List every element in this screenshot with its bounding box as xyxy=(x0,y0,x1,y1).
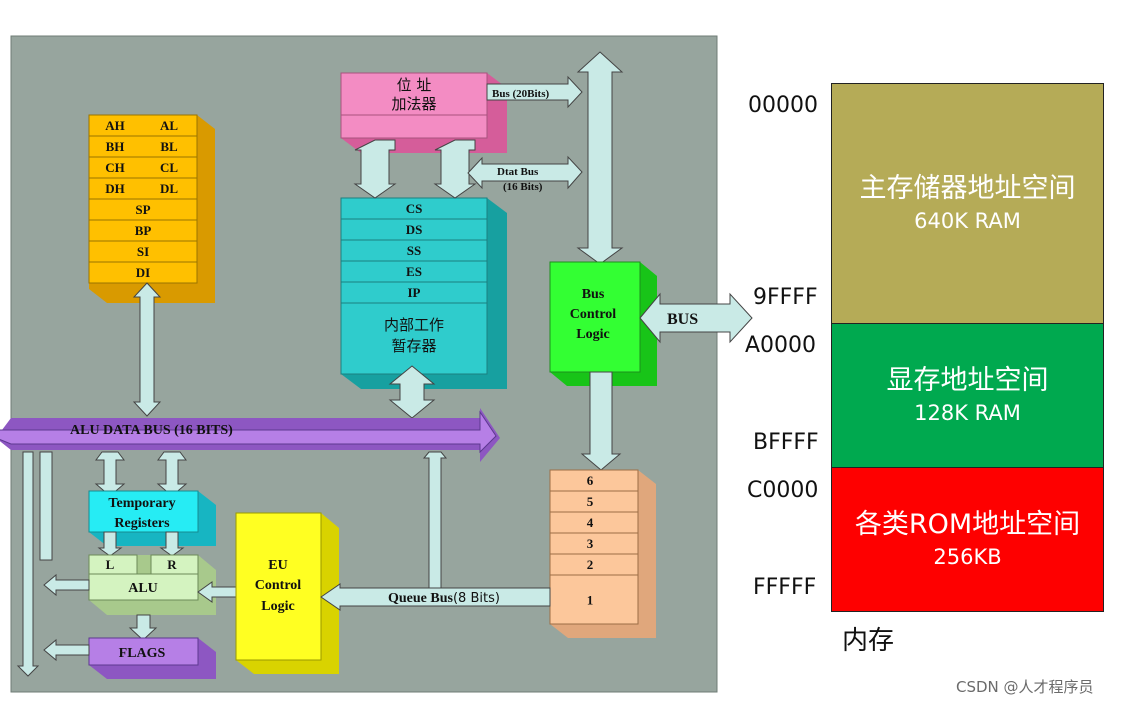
queue-slot-label: 2 xyxy=(587,557,594,572)
bus-control-label-3: Logic xyxy=(576,327,609,342)
register-label: BP xyxy=(135,223,152,238)
memory-block-title: 显存地址空间 xyxy=(886,364,1049,396)
eu-control-label-2: Control xyxy=(255,578,302,593)
address-adder: 位 址 加法器 xyxy=(340,72,507,153)
temp-regs-label-2: Registers xyxy=(114,516,170,531)
register-high-label: AH xyxy=(105,118,125,133)
address-adder-label-1: 位 址 xyxy=(397,76,432,94)
segment-register-label: SS xyxy=(407,243,421,258)
queue-slot xyxy=(549,574,639,625)
memory-block-size: 640K RAM xyxy=(914,208,1021,233)
alu-data-bus: ALU DATA BUS (16 BITS) xyxy=(0,408,500,462)
memory-block-main-ram: 主存储器地址空间 640K RAM xyxy=(831,83,1104,324)
queue-slot xyxy=(549,490,639,513)
queue-bus-arrow: Queue Bus(8 Bits) xyxy=(320,583,551,611)
alu-unit: L R ALU xyxy=(88,554,216,615)
bus-control-label-1: Bus xyxy=(582,287,605,302)
address-c0000: C0000 xyxy=(747,478,819,503)
address-adder-label-2: 加法器 xyxy=(391,95,436,113)
register-high-label: CH xyxy=(105,160,125,175)
left-vertical-arrows xyxy=(16,451,53,677)
address-a0000: A0000 xyxy=(745,333,817,358)
queue-slot-label: 5 xyxy=(587,494,594,509)
memory-block-title: 各类ROM地址空间 xyxy=(854,508,1081,540)
register-low-label: CL xyxy=(160,160,178,175)
queue-slot xyxy=(549,511,639,534)
temp-regs-label-1: Temporary xyxy=(108,496,175,511)
queue-slot-label: 6 xyxy=(587,473,594,488)
queue-slot-label: 4 xyxy=(587,515,594,530)
register-label: DI xyxy=(136,265,150,280)
eu-control-label-1: EU xyxy=(268,558,287,573)
register-row xyxy=(88,261,198,284)
segment-register-label: DS xyxy=(406,222,423,237)
external-bus-arrow: BUS xyxy=(639,292,753,344)
adder-segment-arrows xyxy=(353,139,477,199)
alu-side-arrows xyxy=(43,573,237,641)
segment-registers: CS DS SS ES IP 内部工作 暂存器 xyxy=(340,197,507,389)
memory-block-video-ram: 显存地址空间 128K RAM xyxy=(831,323,1104,468)
temporary-registers: Temporary Registers xyxy=(88,490,216,546)
register-low-label: BL xyxy=(160,139,178,154)
register-low-label: AL xyxy=(160,118,178,133)
address-bffff: BFFFF xyxy=(753,430,819,455)
register-label: SP xyxy=(135,202,150,217)
flags-label: FLAGS xyxy=(119,646,166,661)
address-fffff: FFFFF xyxy=(753,575,817,600)
instruction-queue: 6 5 4 3 2 1 xyxy=(549,469,656,638)
eu-control-label-3: Logic xyxy=(261,599,294,614)
segment-register-label: CS xyxy=(406,201,423,216)
queue-slot-label: 1 xyxy=(587,593,594,608)
internal-regs-label-1: 内部工作 xyxy=(384,316,444,334)
data-bus-label-1: Dtat Bus xyxy=(497,166,539,178)
bus-control-label-2: Control xyxy=(570,307,617,322)
eu-control-logic: EU Control Logic xyxy=(235,512,339,674)
bus-to-queue-arrow xyxy=(580,371,622,471)
internal-regs-label-2: 暂存器 xyxy=(391,337,436,355)
alu-label: ALU xyxy=(128,581,158,596)
memory-block-rom: 各类ROM地址空间 256KB xyxy=(831,467,1104,612)
temp-register-arrows xyxy=(94,451,188,497)
memory-block-size: 128K RAM xyxy=(914,400,1021,425)
flags-left-arrow xyxy=(43,638,90,662)
alu-data-bus-label: ALU DATA BUS (16 BITS) xyxy=(70,423,233,438)
queue-bus-label: Queue Bus(8 Bits) xyxy=(388,591,500,606)
alu-l-label: L xyxy=(106,557,115,572)
gpr-bus-arrow xyxy=(132,282,162,417)
queue-slot xyxy=(549,469,639,492)
alu-r-label: R xyxy=(167,557,177,572)
segment-register-label: IP xyxy=(408,285,421,300)
register-high-label: BH xyxy=(106,139,125,154)
general-registers: AH AL BH BL CH CL DH DL SP BP SI DI xyxy=(88,114,215,303)
bus-control-logic: Bus Control Logic xyxy=(549,261,657,386)
queue-slot xyxy=(549,553,639,576)
queue-slot-label: 3 xyxy=(587,536,594,551)
register-high-label: DH xyxy=(105,181,125,196)
flags-register: FLAGS xyxy=(88,637,216,679)
address-9ffff: 9FFFF xyxy=(753,285,818,310)
queue-slot xyxy=(549,532,639,555)
bus-20bits-arrow: Bus (20Bits) xyxy=(486,75,583,109)
memory-block-title: 主存储器地址空间 xyxy=(859,172,1076,204)
address-00000: 00000 xyxy=(748,93,818,118)
bus-20bits-label: Bus (20Bits) xyxy=(492,88,549,100)
segment-register-label: ES xyxy=(406,264,422,279)
data-bus-16bits-arrow: Dtat Bus (16 Bits) xyxy=(467,155,583,193)
temp-to-alu-arrows xyxy=(97,531,185,557)
watermark: CSDN @人才程序员 xyxy=(956,678,1094,696)
register-label: SI xyxy=(137,244,149,259)
register-low-label: DL xyxy=(160,181,178,196)
memory-caption: 内存 xyxy=(842,626,895,656)
external-bus-label: BUS xyxy=(667,311,698,328)
memory-block-size: 256KB xyxy=(933,544,1002,569)
data-bus-label-2: (16 Bits) xyxy=(503,181,543,193)
